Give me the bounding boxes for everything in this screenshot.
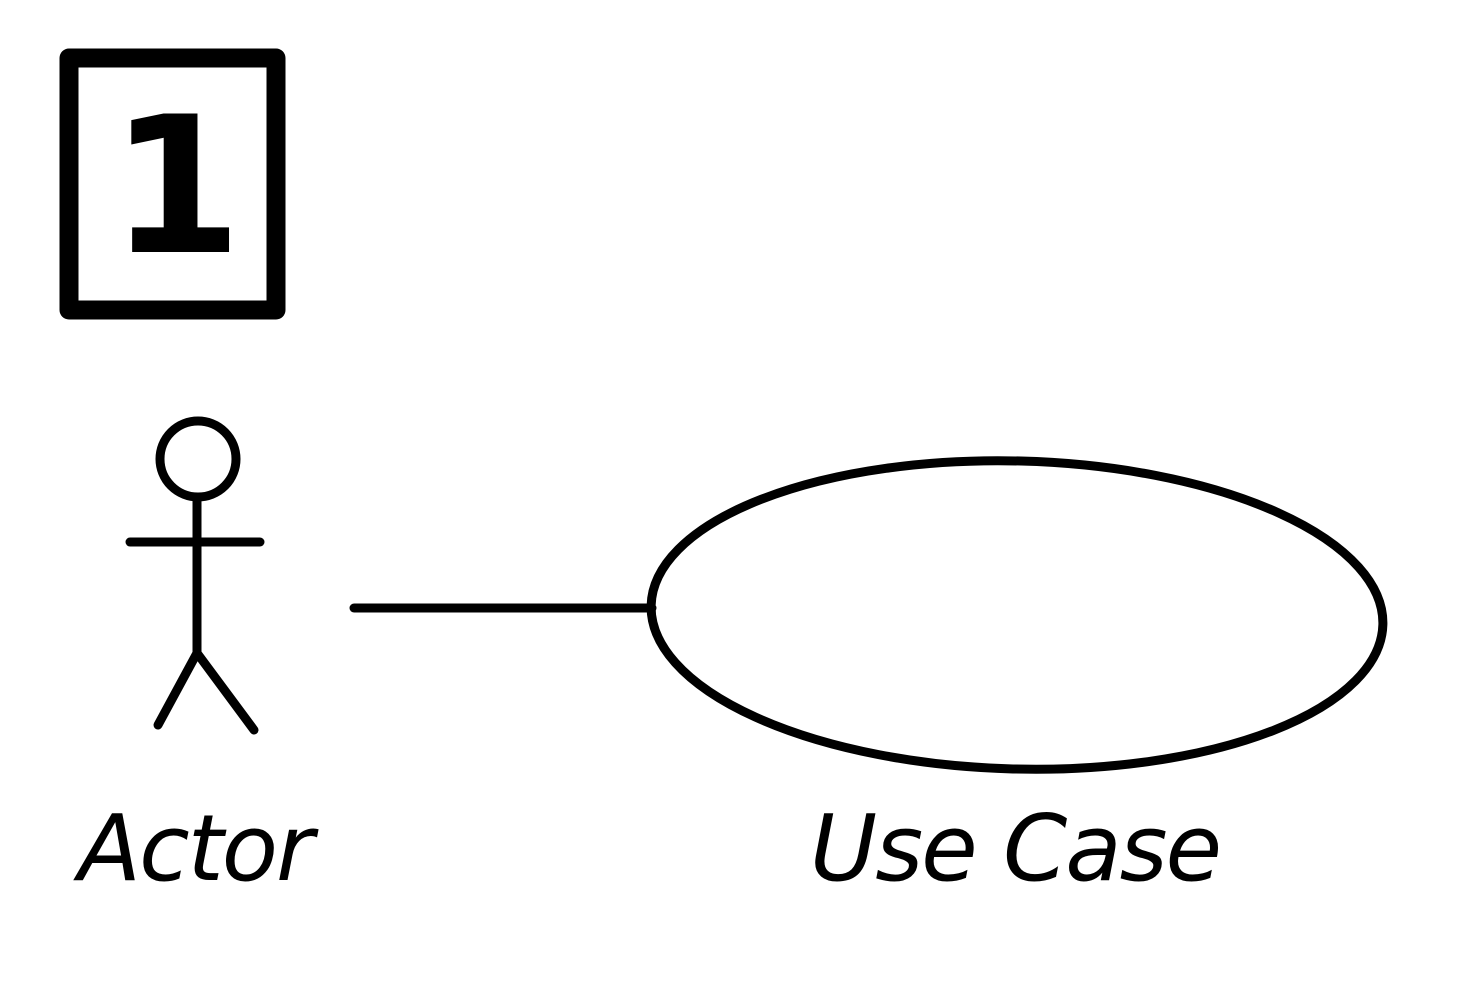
step-number: 1 xyxy=(110,76,242,297)
use-case-label: Use Case xyxy=(810,795,1220,902)
actor-left-leg xyxy=(153,648,202,730)
actor-figure xyxy=(125,416,265,735)
use-case-ellipse xyxy=(646,456,1388,774)
actor-head xyxy=(155,416,241,502)
step-number-box: 1 xyxy=(59,48,286,320)
actor-label: Actor xyxy=(73,795,319,902)
step-number-frame xyxy=(59,48,286,320)
actor-right-leg xyxy=(192,648,259,735)
